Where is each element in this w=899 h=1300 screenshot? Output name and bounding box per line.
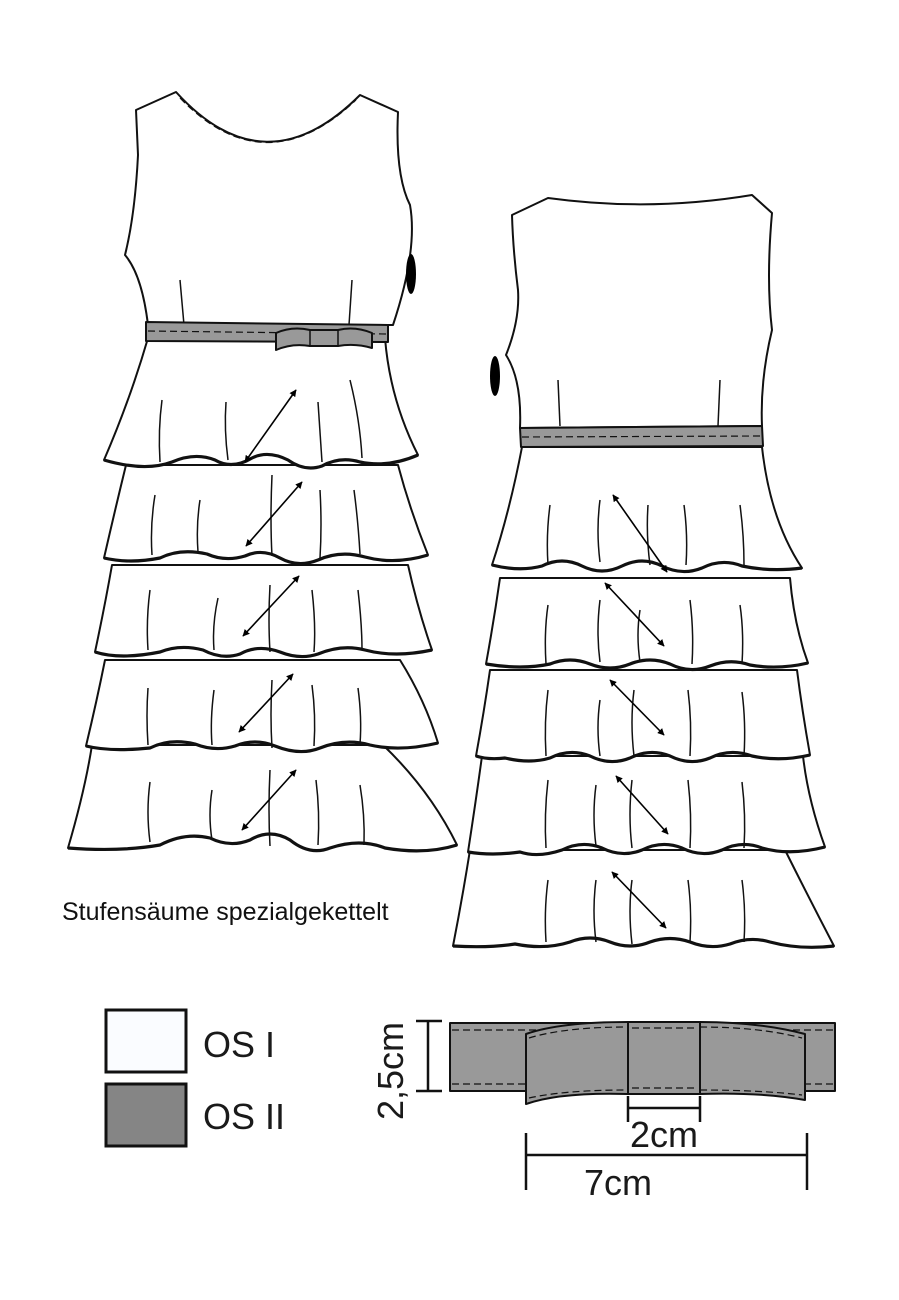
front-belt [145,321,389,351]
back-button [490,356,500,396]
back-grain-arrows [604,494,669,929]
dimension-knot [626,1096,702,1122]
front-tier-1 [103,337,419,469]
caption-tier-hems: Stufensäume spezialgekettelt [62,898,389,926]
back-view [452,194,835,949]
legend-label-os-i: OS I [203,1024,276,1065]
front-bow [275,327,373,351]
front-bodice [124,91,413,326]
back-tier-5 [452,849,835,949]
back-tier-4 [467,755,826,856]
legend-label-os-ii: OS II [203,1096,286,1137]
front-dart-left [179,279,185,326]
legend-swatch-os-ii [104,1082,188,1148]
front-tier-4 [85,659,439,753]
front-grain-arrows [238,389,303,831]
bow-knot [627,1021,701,1095]
back-bodice [505,194,773,429]
back-dart-right [717,379,721,427]
back-tier-2 [485,577,809,671]
legend-swatch-os-i [104,1008,188,1074]
back-belt [519,425,764,448]
back-dart-left [557,379,561,427]
front-neckline-stitch [179,97,357,143]
front-tier-3 [94,564,433,658]
front-view [67,91,458,853]
dimension-width-label: 7cm [584,1162,653,1203]
front-button [406,254,416,294]
dimension-knot-label: 2cm [630,1114,699,1155]
dimension-height [416,1019,442,1093]
front-dart-right [348,279,353,326]
dimension-width [524,1133,809,1190]
back-hems [452,559,835,949]
dimension-height-label: 2,5cm [370,1021,411,1120]
bow-detail [416,1019,836,1190]
back-tier-3 [475,669,811,763]
